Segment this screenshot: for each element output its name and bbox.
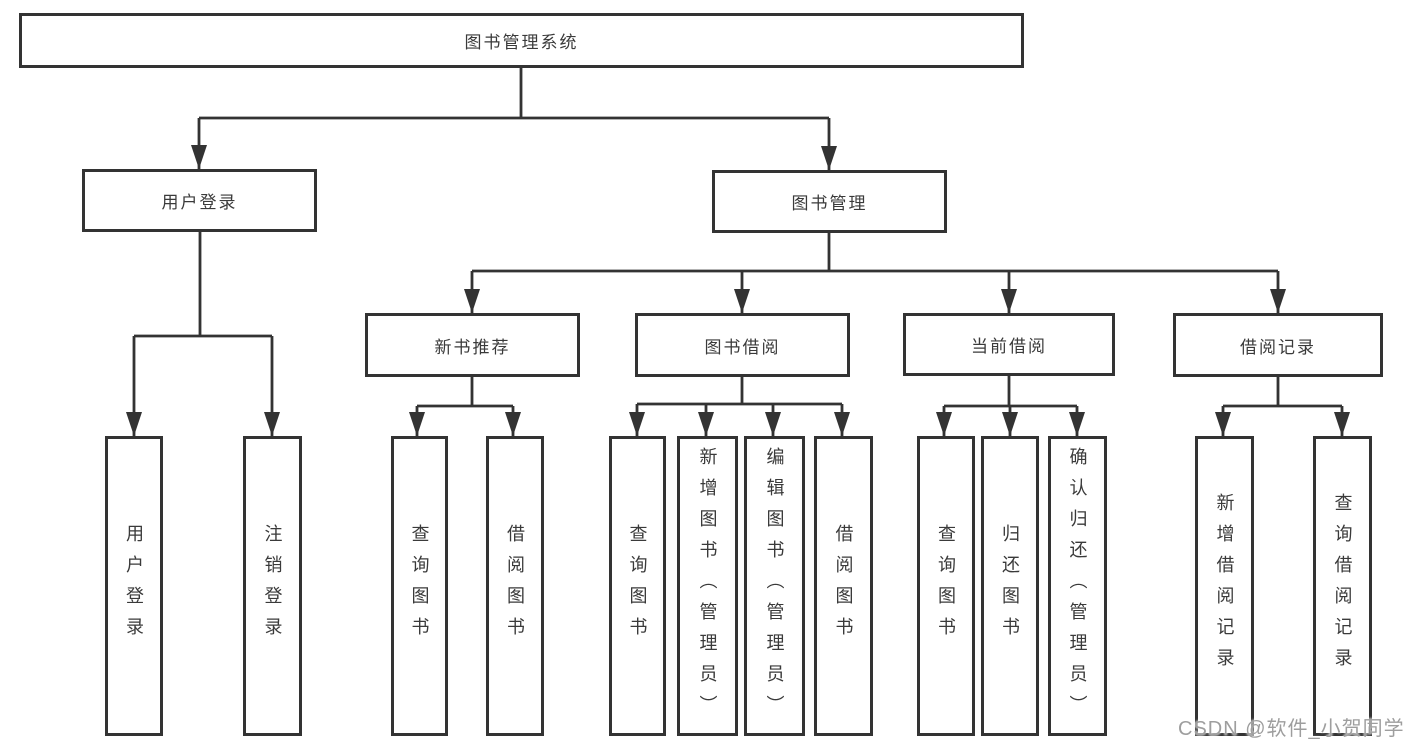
leaf-current-confirm-return-admin: 确认归还（管理员） <box>1048 436 1107 736</box>
leaf-records-query-record: 查询借阅记录 <box>1313 436 1372 736</box>
leaf-rec-query-book: 查询图书 <box>391 436 448 736</box>
leaf-records-add-record: 新增借阅记录 <box>1195 436 1254 736</box>
leaf-label: 确认归还（管理员） <box>1067 446 1088 726</box>
node-user-login: 用户登录 <box>82 169 317 232</box>
leaf-label: 查询借阅记录 <box>1332 493 1353 679</box>
leaf-label: 用户登录 <box>124 524 144 648</box>
leaf-current-return-book: 归还图书 <box>981 436 1039 736</box>
leaf-label: 编辑图书（管理员） <box>764 446 785 726</box>
leaf-label: 查询图书 <box>627 524 648 648</box>
leaf-label: 借阅图书 <box>833 524 854 648</box>
leaf-label: 借阅图书 <box>505 524 525 648</box>
leaf-label: 注销登录 <box>262 524 283 648</box>
node-current-borrow: 当前借阅 <box>903 313 1115 376</box>
leaf-current-query-book: 查询图书 <box>917 436 975 736</box>
leaf-borrow-query-book: 查询图书 <box>609 436 666 736</box>
node-book-management: 图书管理 <box>712 170 947 233</box>
leaf-borrow-edit-book-admin: 编辑图书（管理员） <box>744 436 805 736</box>
leaf-borrow-add-book-admin: 新增图书（管理员） <box>677 436 738 736</box>
leaf-user-login: 用户登录 <box>105 436 163 736</box>
leaf-label: 新增图书（管理员） <box>697 446 718 726</box>
node-root: 图书管理系统 <box>19 13 1024 68</box>
node-new-book-recommend: 新书推荐 <box>365 313 580 377</box>
leaf-label: 新增借阅记录 <box>1214 493 1235 679</box>
watermark-csdn: CSDN @软件_小贺同学 <box>1178 718 1405 740</box>
leaf-label: 查询图书 <box>409 524 430 648</box>
leaf-label: 归还图书 <box>1000 524 1020 648</box>
leaf-rec-borrow-book: 借阅图书 <box>486 436 544 736</box>
leaf-label: 查询图书 <box>936 524 956 648</box>
leaf-user-logout: 注销登录 <box>243 436 302 736</box>
leaf-borrow-borrow-book: 借阅图书 <box>814 436 873 736</box>
node-book-borrow: 图书借阅 <box>635 313 850 377</box>
node-borrow-records: 借阅记录 <box>1173 313 1383 377</box>
